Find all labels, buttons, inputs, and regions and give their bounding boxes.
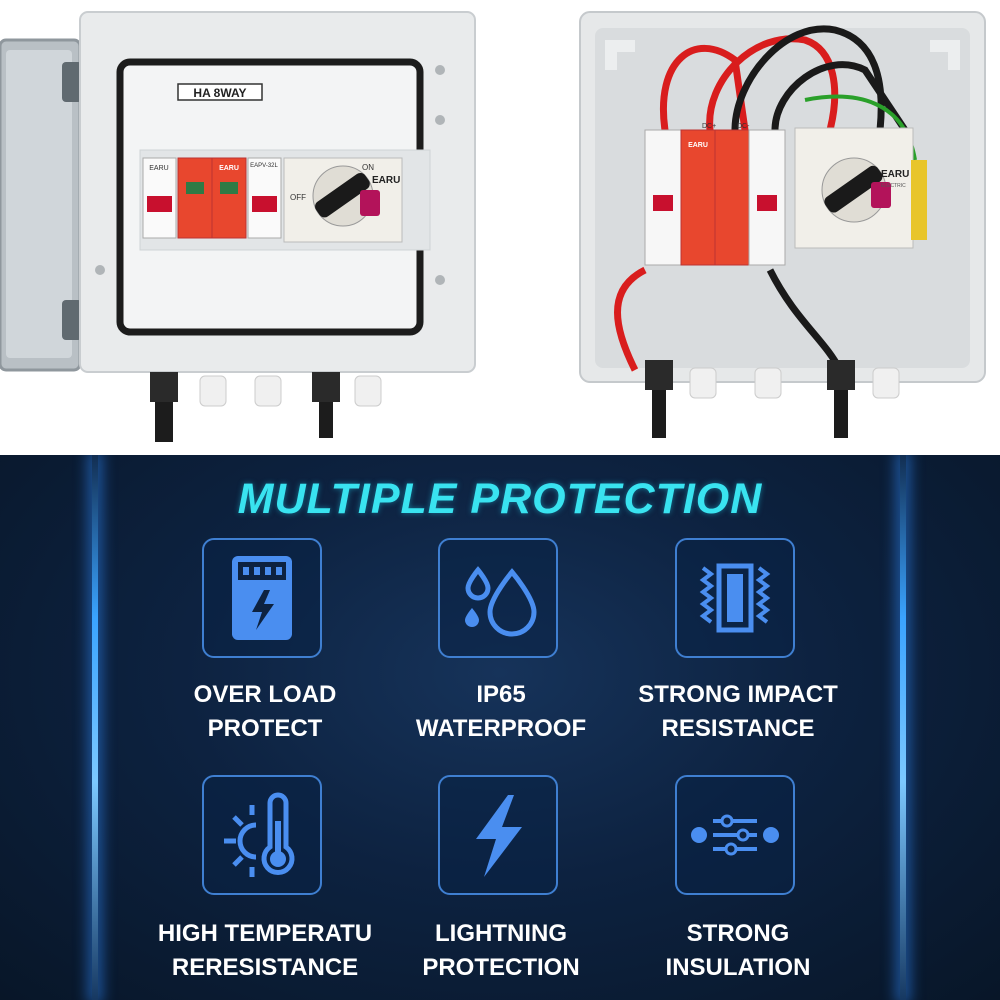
- combiner-box-interior-photo: EARU DC+ DC- EARU ELECTRIC: [505, 0, 1000, 455]
- panel-title: MULTIPLE PROTECTION: [237, 475, 763, 523]
- switch-off-label: OFF: [290, 193, 306, 202]
- feature-overload-label: OVER LOAD PROTECT: [193, 681, 337, 742]
- spd-brand-label: EARU: [219, 165, 239, 172]
- sun-thermometer-icon: [202, 775, 322, 895]
- breaker-brand-label: EARU: [149, 165, 168, 172]
- feature-panel: MULTIPLE PROTECTION OVER LOAD PROTECT: [0, 455, 1000, 1000]
- terminal-neg-label: DC-: [737, 123, 750, 130]
- water-drops-icon: [438, 538, 558, 658]
- combiner-box-front-photo: HA 8WAY EARU EARU EAPV-32L: [0, 0, 495, 455]
- combiner-box-interior-illustration: EARU DC+ DC- EARU ELECTRIC: [579, 11, 986, 438]
- light-beam-right: [900, 455, 906, 1000]
- terminal-pos-label: DC+: [702, 123, 716, 130]
- feature-waterproof-label: IP65 WATERPROOF: [415, 681, 587, 742]
- light-beam-left: [92, 455, 98, 1000]
- interior-isolator-brand-sub: ELECTRIC: [881, 183, 906, 189]
- interior-spd-brand-label: EARU: [688, 142, 708, 149]
- impact-panel-icon: [675, 538, 795, 658]
- feature-impact-label: STRONG IMPACT RESISTANCE: [638, 681, 838, 742]
- isolator-brand-label: EARU: [372, 175, 400, 186]
- product-photos: HA 8WAY EARU EARU EAPV-32L: [0, 0, 1000, 455]
- interior-isolator-brand-label: EARU: [881, 169, 909, 180]
- feature-high-temperature-label: HIGH TEMPERATU RERESISTANCE: [157, 920, 373, 981]
- breaker-model-label: EAPV-32L: [250, 163, 278, 169]
- feature-lightning-label: LIGHTNING PROTECTION: [422, 920, 580, 981]
- overload-meter-icon: [202, 538, 322, 658]
- combiner-box-front-illustration: HA 8WAY EARU EARU EAPV-32L: [0, 11, 476, 442]
- switch-on-label: ON: [362, 163, 374, 172]
- lightning-bolt-icon: [438, 775, 558, 895]
- feature-insulation-label: STRONG INSULATION: [665, 920, 811, 981]
- insulation-sliders-icon: [675, 775, 795, 895]
- nameplate-label: HA 8WAY: [193, 86, 246, 100]
